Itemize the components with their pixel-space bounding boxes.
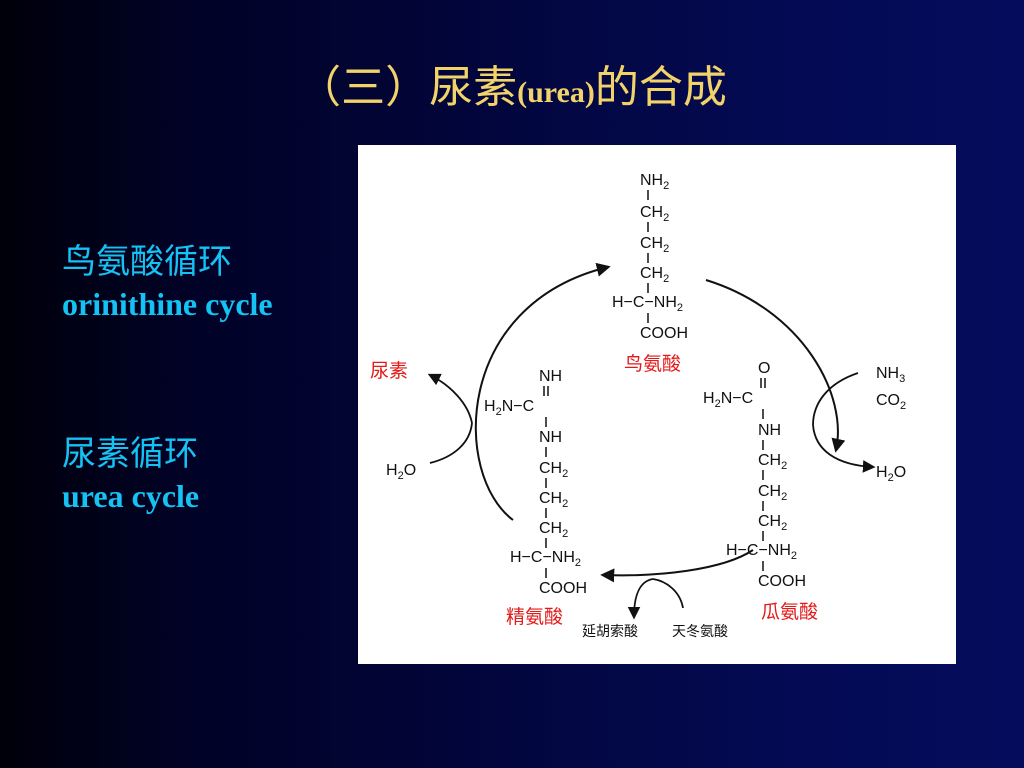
cit-ch2-1: CH2 — [758, 452, 787, 472]
arrow-to-urea — [427, 373, 473, 424]
arg-cooh: COOH — [539, 580, 587, 597]
cit-h2n-c: H2N−C — [703, 390, 753, 410]
cit-ch2-2: CH2 — [758, 483, 787, 503]
ornithine-cycle-label: 鸟氨酸循环 orinithine cycle — [62, 240, 273, 324]
cit-cooh: COOH — [758, 573, 806, 590]
title-latin: (urea) — [517, 76, 595, 109]
orn-cooh: COOH — [640, 325, 688, 342]
arrow-water-out — [812, 424, 876, 473]
cit-nh: NH — [758, 422, 781, 439]
citrulline-name: 瓜氨酸 — [761, 601, 818, 623]
arg-ch2-3: CH2 — [539, 520, 568, 540]
ornithine-cycle-cn: 鸟氨酸循环 — [62, 242, 232, 282]
cit-ch2-3: CH2 — [758, 513, 787, 533]
arg-nh: NH — [539, 368, 562, 385]
co2-label: CO2 — [876, 392, 906, 412]
orn-alpha-carbon: H−C−NH2 — [612, 294, 683, 314]
cit-o: O — [758, 360, 770, 377]
ornithine-name: 鸟氨酸 — [624, 353, 681, 375]
aspartate-label: 天冬氨酸 — [672, 624, 728, 640]
cit-alpha-carbon: H−C−NH2 — [726, 542, 797, 562]
slide-title: （三）尿素(urea)的合成 — [0, 48, 1024, 133]
title-tail: 的合成 — [594, 62, 727, 113]
arc-ornithine-to-citrulline — [705, 279, 846, 453]
arg-ch2-1: CH2 — [539, 460, 568, 480]
arg-h2n-c: H2N−C — [484, 398, 534, 418]
orn-ch2-1: CH2 — [640, 204, 669, 224]
arrow-aspartate-in — [652, 578, 684, 609]
ornithine-cycle-en: orinithine cycle — [62, 286, 273, 322]
arc-arginine-to-ornithine — [474, 262, 611, 521]
arrow-nh3-co2-in — [812, 372, 859, 426]
orn-ch2-3: CH2 — [640, 265, 669, 285]
orn-nh2: NH2 — [640, 172, 669, 192]
urea-label: 尿素 — [370, 360, 408, 382]
arrow-fumarate-out — [627, 578, 654, 620]
urea-cycle-en: urea cycle — [62, 478, 200, 514]
arrow-water-in — [429, 422, 473, 464]
citrulline-structure: O H2N−C NH CH2 CH2 CH2 H−C−NH2 COOH 瓜氨酸 — [703, 360, 818, 623]
fumarate-label: 延胡索酸 — [582, 623, 638, 640]
arginine-structure: NH H2N−C NH CH2 CH2 CH2 H−C−NH2 COOH 精氨酸 — [484, 368, 587, 628]
water-in-label: H2O — [386, 462, 416, 482]
cycle-diagram-panel: NH2 CH2 CH2 CH2 H−C−NH2 COOH 鸟氨酸 NH H2N−… — [358, 145, 956, 664]
arg-ch2-2: CH2 — [539, 490, 568, 510]
urea-cycle-label: 尿素循环 urea cycle — [62, 432, 199, 516]
urea-cycle-diagram: NH2 CH2 CH2 CH2 H−C−NH2 COOH 鸟氨酸 NH H2N−… — [370, 172, 906, 640]
orn-ch2-2: CH2 — [640, 235, 669, 255]
nh3-label: NH3 — [876, 365, 905, 385]
arg-nh-2: NH — [539, 429, 562, 446]
arc-citrulline-to-arginine — [600, 549, 754, 583]
arg-alpha-carbon: H−C−NH2 — [510, 549, 581, 569]
ornithine-structure: NH2 CH2 CH2 CH2 H−C−NH2 COOH 鸟氨酸 — [612, 172, 688, 375]
title-main: （三）尿素 — [297, 62, 518, 113]
arginine-name: 精氨酸 — [506, 606, 563, 628]
water-out-label: H2O — [876, 464, 906, 484]
urea-cycle-cn: 尿素循环 — [62, 434, 198, 474]
